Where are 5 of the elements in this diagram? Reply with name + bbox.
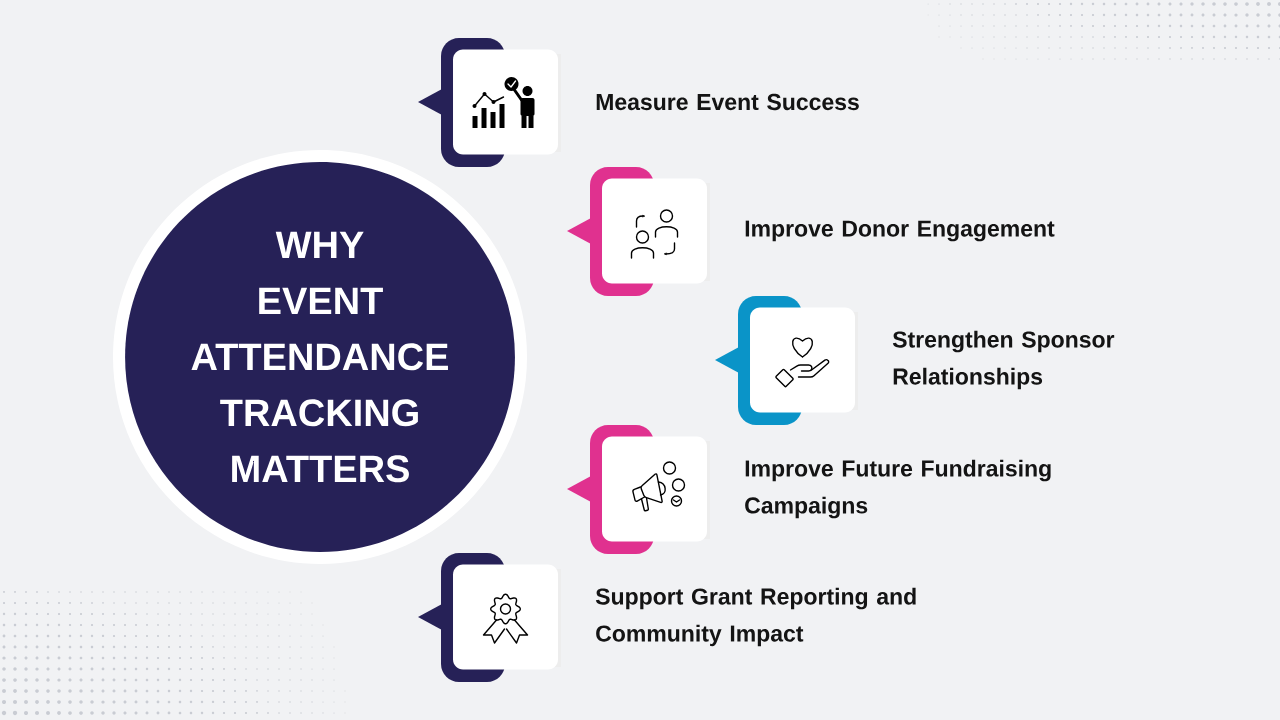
item-label: Support Grant Reporting and Community Impact xyxy=(595,587,916,647)
item-label: Measure Event Success xyxy=(596,93,859,111)
item-label: Improve Future Fundraising Campaigns xyxy=(745,459,1051,519)
item-label: Strengthen Sponsor Relationships xyxy=(892,330,1115,390)
item-label: Improve Donor Engagement xyxy=(745,220,1055,242)
